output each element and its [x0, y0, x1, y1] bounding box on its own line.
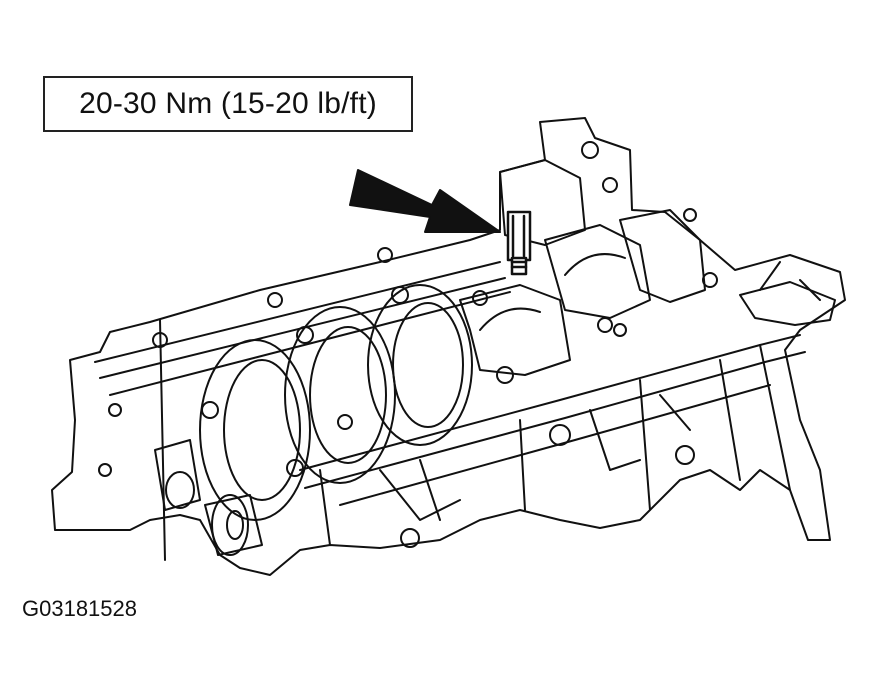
torque-bolt	[506, 210, 532, 276]
crank-disc-3-inner	[392, 302, 464, 428]
crank-disc-2-inner	[309, 326, 387, 464]
crank-disc-1	[199, 339, 311, 521]
bearing-cap-3	[619, 209, 706, 303]
bearing-cap-1	[459, 284, 571, 376]
front-bracket	[154, 439, 201, 511]
upper-bracket	[499, 159, 586, 246]
block-bolts	[98, 208, 718, 548]
bearing-cap-2	[544, 224, 651, 319]
figure-id: G03181528	[22, 596, 137, 621]
lower-rail	[299, 334, 806, 506]
crank-disc-2	[284, 306, 396, 484]
torque-spec-box: 20-30 Nm (15-20 lb/ft)	[43, 76, 413, 132]
upper-rail	[94, 261, 511, 396]
crank-snout-end	[211, 494, 249, 556]
right-bracket	[739, 281, 836, 326]
torque-spec-label: 20-30 Nm (15-20 lb/ft)	[79, 87, 377, 120]
block-ribs	[159, 319, 791, 561]
pointer-arrow-icon	[349, 169, 501, 233]
crank-snout	[204, 494, 263, 556]
crank-disc-1-inner	[223, 359, 301, 501]
crank-disc-3	[367, 284, 473, 446]
